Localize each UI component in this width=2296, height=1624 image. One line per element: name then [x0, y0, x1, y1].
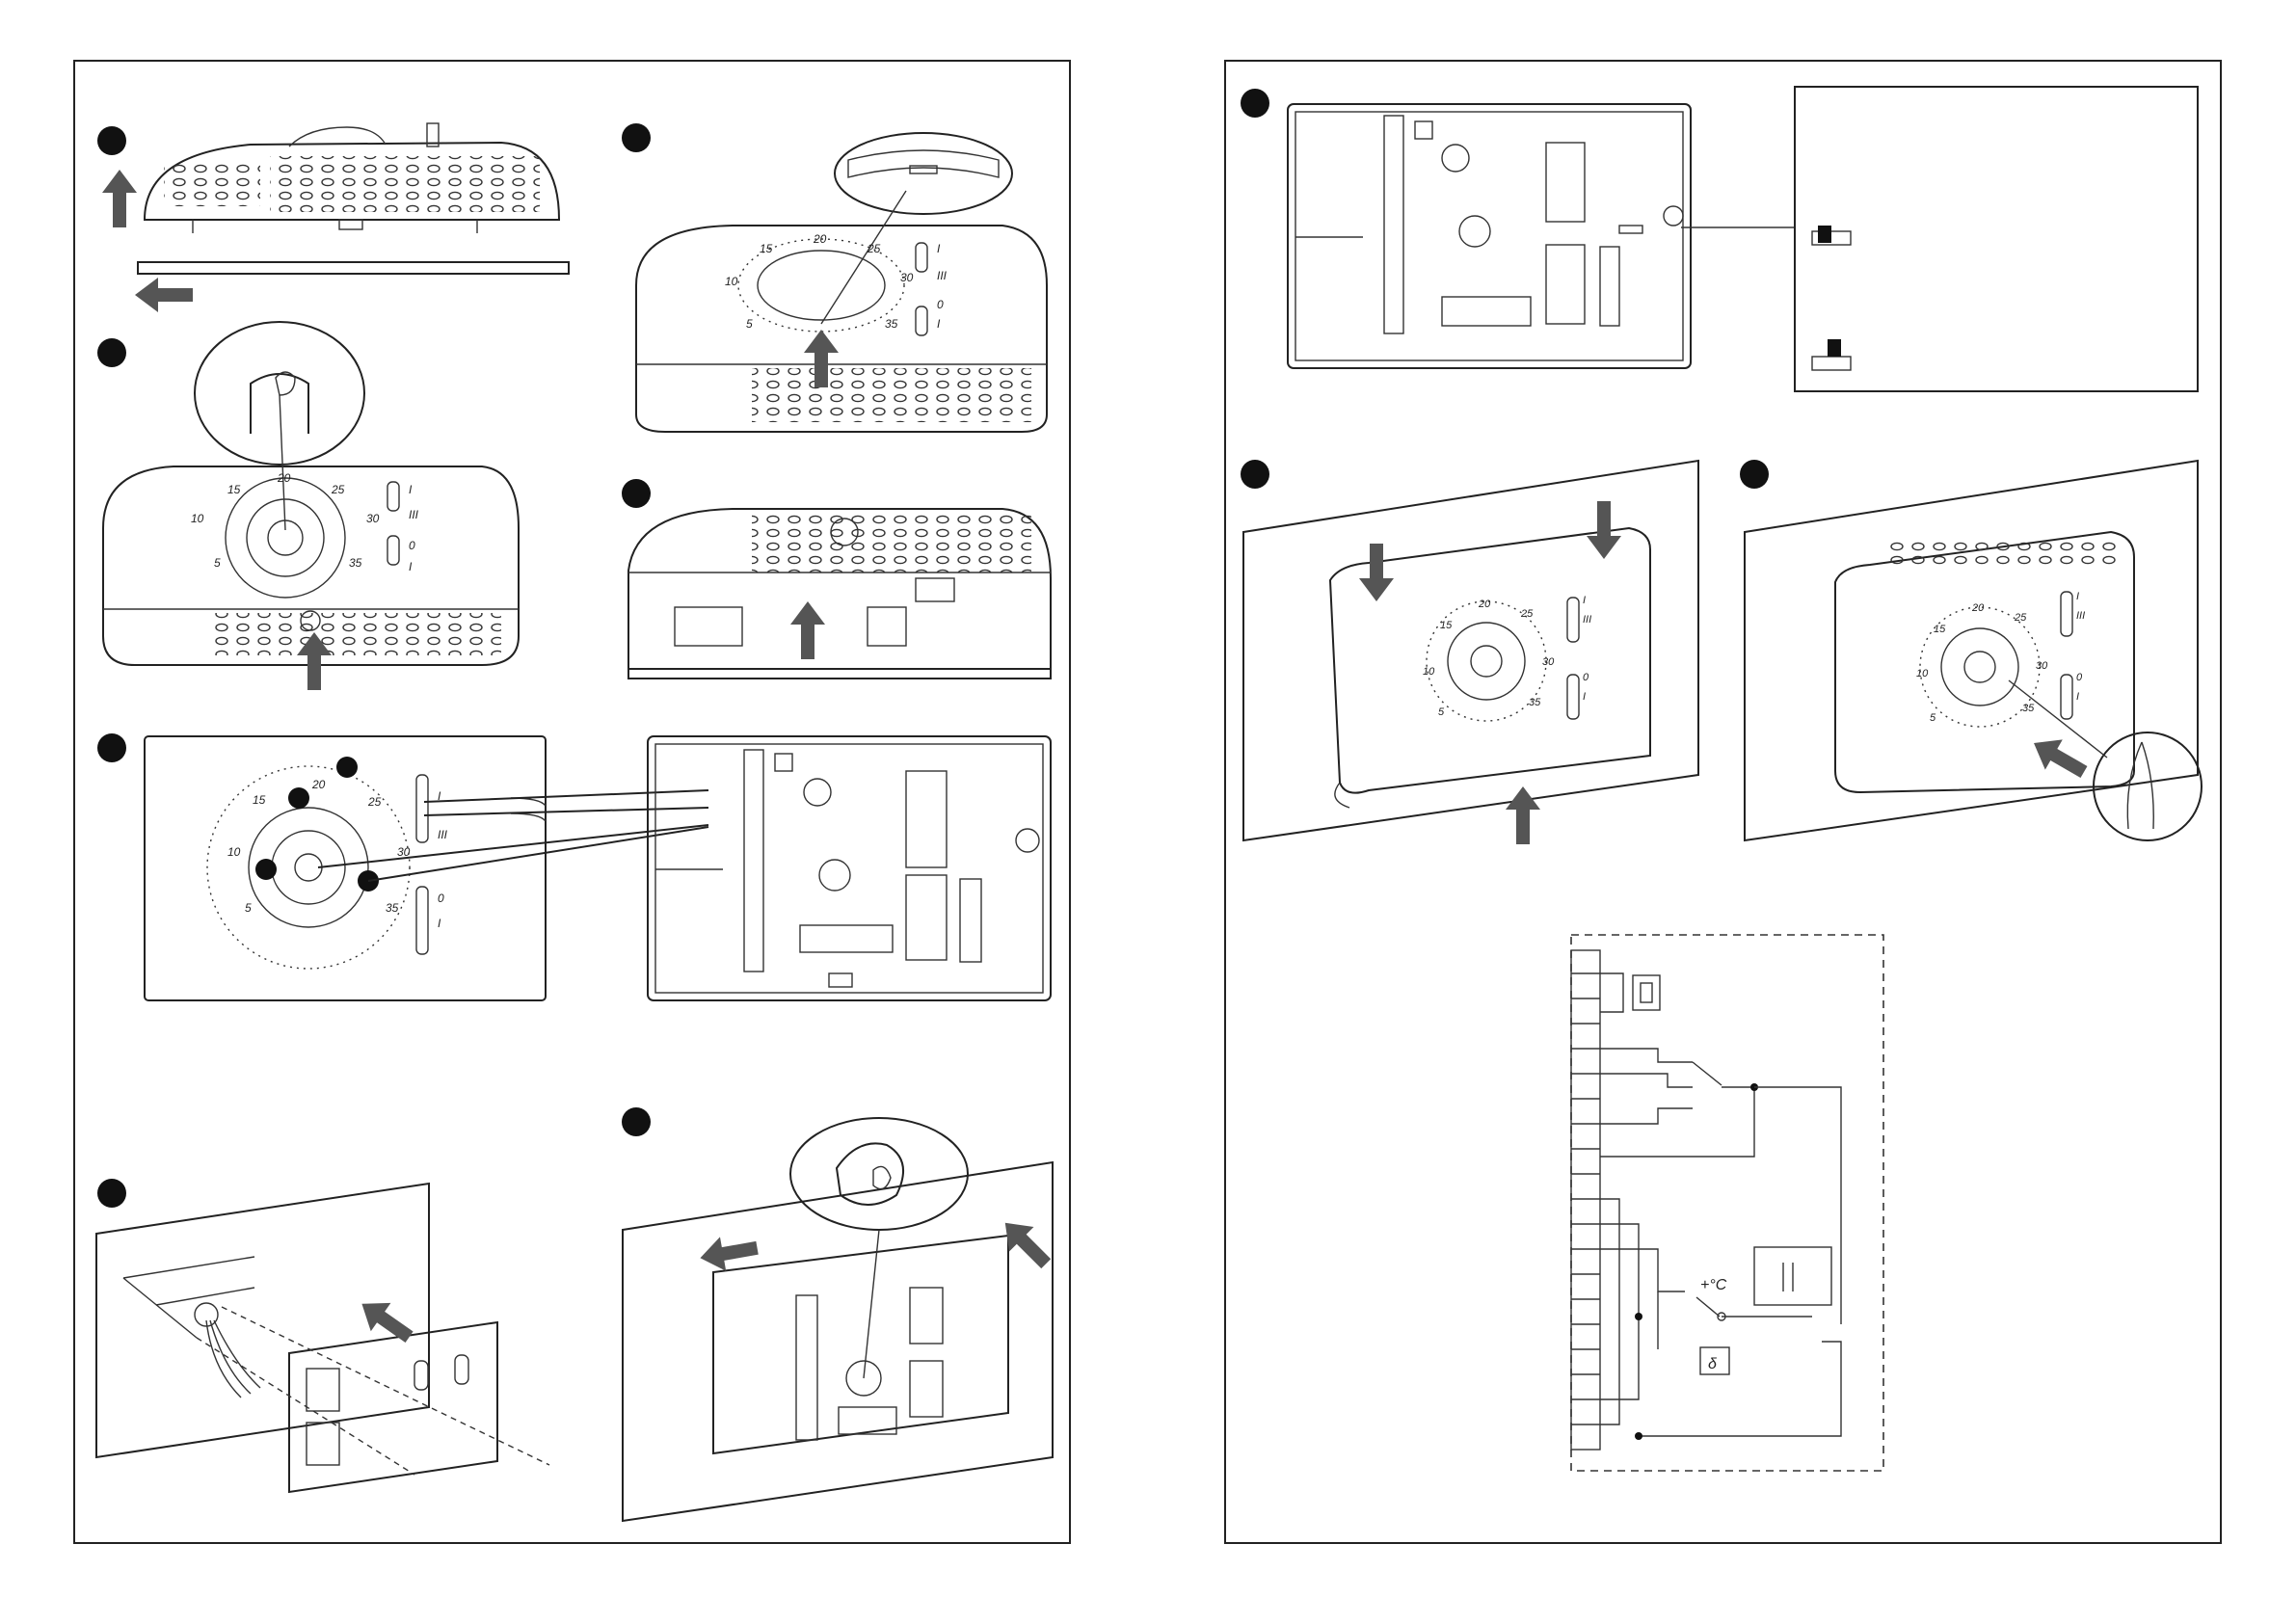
limiter-dial-label-25: 25	[867, 242, 881, 255]
left-page-frame	[74, 61, 1070, 1543]
schematic-temp-unit: +°C	[1700, 1277, 1727, 1293]
mount-dial-label-35: 35	[1529, 697, 1541, 708]
mount-switch-mark-fan-top: I	[1583, 595, 1586, 606]
panel-knob-detail: 5 10 15 20 25 30 35 I III 0 I	[103, 322, 519, 690]
panel-hang-on-plate: 5 10 15 20 25 30 35 I III 0 I	[1243, 461, 1698, 844]
installed-switch-mark-mode-bottom: I	[2076, 691, 2079, 703]
limiter-switch-mark-fan-top: I	[937, 242, 941, 255]
panel-scale-limiter: 5 10 15 20 25 30 35 I III 0 I	[636, 133, 1047, 432]
schematic-sensor-symbol: δ	[1708, 1356, 1718, 1372]
wiring-switch-mark-fan-bottom: III	[438, 828, 448, 841]
installed-switch-mark-fan-bottom: III	[2076, 610, 2085, 622]
panel-underside-view	[628, 509, 1051, 679]
limiter-dial-label-20: 20	[813, 232, 827, 246]
wiring-dial-label-20: 20	[311, 778, 326, 791]
mount-dial-label-25: 25	[1520, 608, 1534, 620]
wiring-dial-label-35: 35	[386, 901, 399, 915]
dial-label-30: 30	[366, 512, 380, 525]
wiring-switch-mark-mode-top: 0	[438, 892, 444, 905]
mount-dial-label-30: 30	[1542, 656, 1555, 668]
step-badge-6	[622, 479, 651, 508]
mount-switch-mark-mode-bottom: I	[1583, 691, 1586, 703]
wiring-switch-mark-mode-bottom: I	[438, 917, 441, 930]
wiring-dial-label-10: 10	[227, 845, 241, 859]
wiring-dial-label-25: 25	[367, 795, 382, 809]
step-badge-4	[97, 1179, 126, 1208]
step-badge-9	[1241, 460, 1269, 489]
wiring-schematic: +°C δ	[1571, 935, 1883, 1471]
installed-switch-mark-fan-top: I	[2076, 591, 2079, 602]
installed-dial-label-5: 5	[1930, 712, 1936, 724]
panel-dial-wiring: 5 10 15 20 25 30 35 I III 0 I	[145, 736, 708, 1000]
installed-dial-label-25: 25	[2014, 612, 2027, 624]
switch-mark-fan-top: I	[409, 483, 413, 496]
limiter-dial-label-10: 10	[725, 275, 738, 288]
mount-dial-label-10: 10	[1423, 666, 1435, 678]
wiring-dial-label-5: 5	[245, 901, 252, 915]
wiring-dial-label-30: 30	[397, 845, 411, 859]
switch-mark-mode-bottom: I	[409, 560, 413, 573]
step-badge-7	[622, 1107, 651, 1136]
switch-mark-fan-bottom: III	[409, 508, 419, 521]
limiter-dial-label-15: 15	[760, 242, 773, 255]
limiter-dial-label-30: 30	[900, 271, 914, 284]
mount-switch-mark-mode-top: 0	[1583, 672, 1589, 683]
mount-switch-mark-fan-bottom: III	[1583, 614, 1591, 626]
dial-label-10: 10	[191, 512, 204, 525]
panel-pcb-left	[648, 736, 1051, 1000]
step-badge-3	[97, 733, 126, 762]
installed-switch-mark-mode-top: 0	[2076, 672, 2083, 683]
installed-dial-label-30: 30	[2036, 660, 2048, 672]
panel-final-assembly	[623, 1118, 1058, 1521]
step-badge-5	[622, 123, 651, 152]
dial-label-15: 15	[227, 483, 241, 496]
dial-label-35: 35	[349, 556, 362, 570]
mount-dial-label-5: 5	[1438, 706, 1445, 718]
step-badge-8	[1241, 89, 1269, 118]
panel-cover-removal	[102, 123, 569, 312]
step-badge-10	[1740, 460, 1769, 489]
limiter-switch-mark-mode-bottom: I	[937, 317, 941, 331]
installed-dial-label-20: 20	[1971, 602, 1985, 614]
dial-label-20: 20	[277, 471, 291, 485]
limiter-switch-mark-mode-top: 0	[937, 298, 944, 311]
mount-dial-label-15: 15	[1440, 620, 1453, 631]
limiter-dial-label-5: 5	[746, 317, 753, 331]
step-badge-2	[97, 338, 126, 367]
mount-dial-label-20: 20	[1478, 599, 1491, 610]
wiring-dial-label-15: 15	[253, 793, 266, 807]
dial-label-5: 5	[214, 556, 221, 570]
installed-dial-label-35: 35	[2022, 703, 2035, 714]
step-badge-1	[97, 126, 126, 155]
limiter-dial-label-35: 35	[885, 317, 898, 331]
panel-jumper-setting	[1288, 87, 2198, 391]
panel-wall-mounting	[96, 1184, 549, 1492]
installed-dial-label-15: 15	[1934, 624, 1946, 635]
panel-installed-unit: 5 10 15 20 25 30 35 I III 0 I	[1745, 461, 2202, 840]
switch-mark-mode-top: 0	[409, 539, 415, 552]
dial-label-25: 25	[331, 483, 345, 496]
limiter-switch-mark-fan-bottom: III	[937, 269, 948, 282]
installed-dial-label-10: 10	[1916, 668, 1929, 679]
